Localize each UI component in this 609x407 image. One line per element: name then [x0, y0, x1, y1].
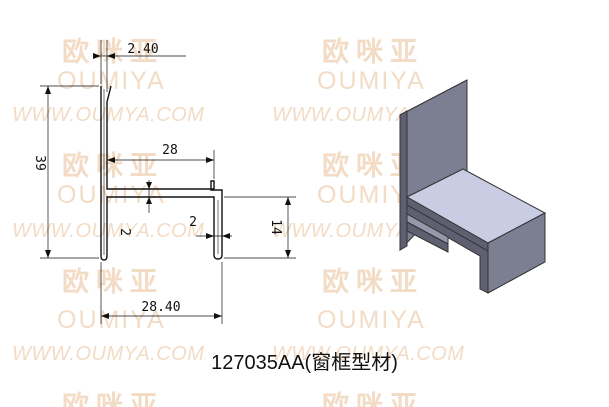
dimension-arrows [45, 53, 291, 319]
profile-section [100, 85, 223, 261]
dim-label-gap: 2 [189, 215, 197, 230]
dim-label-width-inner: 28 [162, 143, 178, 158]
dim-label-height-side: 14 [268, 219, 283, 235]
dim-label-width-total: 28.40 [141, 300, 180, 315]
profile-3d-view [399, 79, 547, 294]
dim-label-thickness: 2 [117, 228, 132, 236]
dim-label-top-width: 2.40 [127, 42, 158, 57]
dim-label-height-total: 39 [32, 155, 47, 171]
dimension-lines [40, 40, 296, 324]
product-caption: 127035AA(窗框型材) [211, 352, 398, 374]
